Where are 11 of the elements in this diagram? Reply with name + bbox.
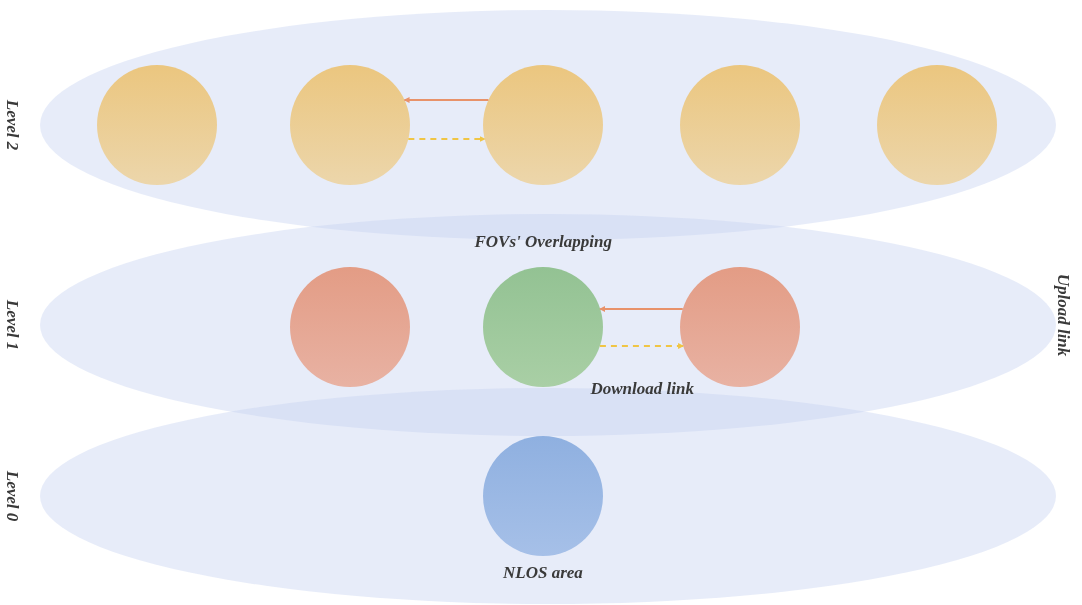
level-label: Level 2: [1, 99, 22, 151]
link-label: Upload link: [1052, 273, 1073, 357]
arrow: [598, 343, 685, 349]
arrow: [403, 97, 490, 103]
link-label: Download link: [590, 379, 694, 399]
level-label: Level 1: [1, 299, 22, 351]
level-label: Level 0: [1, 470, 22, 522]
area-label: NLOS area: [503, 563, 583, 583]
overlap-label: FOVs' Overlapping: [474, 232, 612, 252]
arrow: [407, 136, 486, 142]
arrow: [599, 306, 684, 312]
